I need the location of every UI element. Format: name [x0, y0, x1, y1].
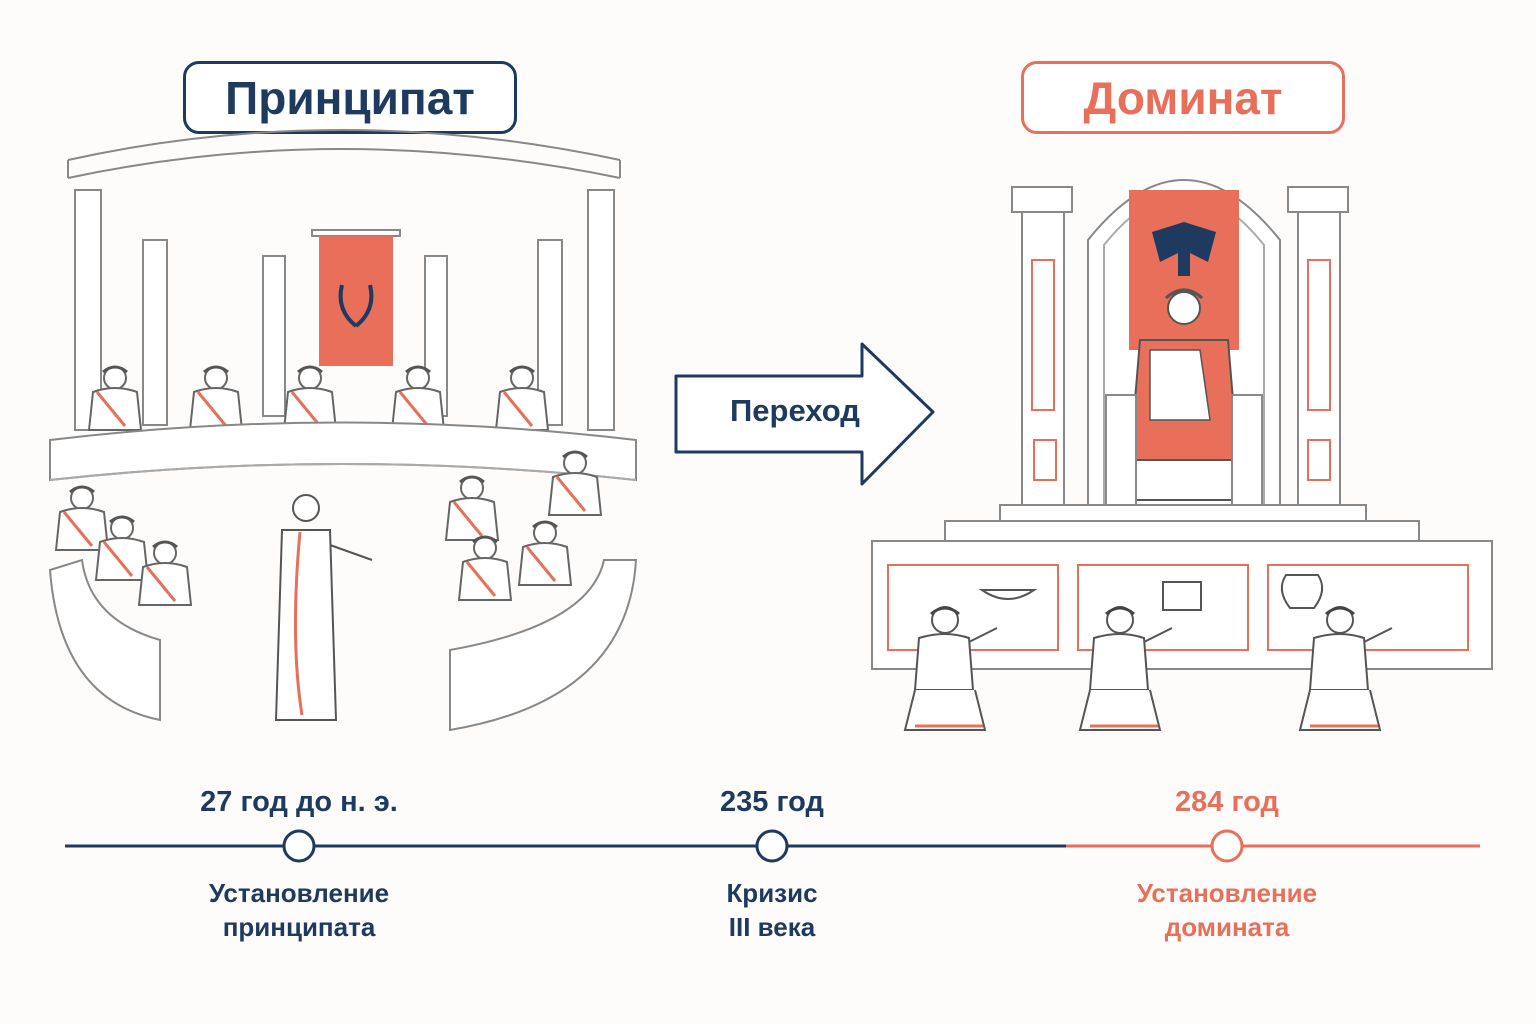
eagle-icon	[1152, 222, 1216, 276]
timeline-label-2: Кризис III века	[726, 878, 818, 942]
timeline-marker-1	[282, 829, 316, 863]
timeline-label-1: Установление принципата	[208, 878, 390, 942]
senate-banner	[319, 236, 393, 366]
timeline-date-2: 235 год	[720, 786, 824, 818]
speaker-figure	[274, 494, 373, 721]
offering-vase-icon	[1280, 574, 1324, 609]
senate-scene	[48, 129, 638, 732]
offering-bowl-icon	[978, 589, 1038, 600]
timeline-label-3: Установление домината	[1136, 878, 1318, 942]
offering-box-icon	[1162, 581, 1202, 611]
dominate-title: Доминат	[1021, 61, 1345, 134]
timeline-marker-2	[755, 829, 789, 863]
laurel-wreath-icon	[338, 284, 374, 328]
timeline	[65, 829, 1480, 863]
transition-label: Переход	[730, 393, 860, 428]
principate-title: Принципат	[183, 61, 517, 134]
transition-arrow-icon	[674, 342, 935, 486]
timeline-date-3: 284 год	[1175, 786, 1279, 818]
throne-scene	[871, 179, 1493, 732]
emperor-figure	[1105, 288, 1263, 506]
timeline-date-1: 27 год до н. э.	[200, 786, 398, 818]
timeline-marker-3	[1210, 829, 1244, 863]
